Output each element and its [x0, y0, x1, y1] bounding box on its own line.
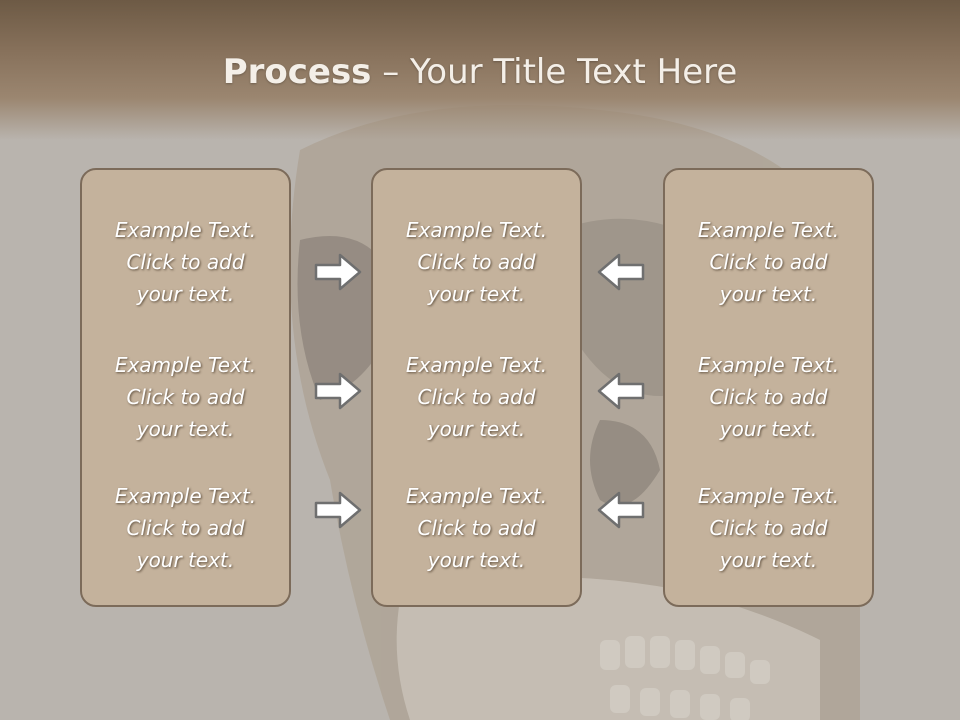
text-line: Example Text. [405, 484, 548, 508]
text-line: your text. [136, 282, 235, 306]
text-placeholder[interactable]: Example Text. Click to add your text. [82, 480, 289, 576]
middle-panel: Example Text. Click to add your text. Ex… [371, 168, 582, 607]
arrow-right-icon [314, 372, 362, 410]
title-banner [0, 0, 960, 140]
text-placeholder[interactable]: Example Text. Click to add your text. [82, 349, 289, 445]
text-line: your text. [136, 417, 235, 441]
text-line: Example Text. [114, 353, 257, 377]
text-line: your text. [427, 282, 526, 306]
text-line: Click to add [417, 385, 536, 409]
arrow-right-icon [314, 253, 362, 291]
text-placeholder[interactable]: Example Text. Click to add your text. [665, 214, 872, 310]
text-line: Click to add [417, 250, 536, 274]
text-line: your text. [719, 417, 818, 441]
text-line: your text. [719, 282, 818, 306]
text-line: Example Text. [114, 484, 257, 508]
text-line: Example Text. [114, 218, 257, 242]
text-line: your text. [136, 548, 235, 572]
arrow-right-icon [314, 491, 362, 529]
text-placeholder[interactable]: Example Text. Click to add your text. [82, 214, 289, 310]
text-line: Click to add [709, 250, 828, 274]
text-placeholder[interactable]: Example Text. Click to add your text. [373, 480, 580, 576]
slide-title[interactable]: Process – Your Title Text Here [0, 52, 960, 92]
text-placeholder[interactable]: Example Text. Click to add your text. [665, 480, 872, 576]
title-bold: Process [222, 52, 372, 92]
arrow-left-icon [597, 253, 645, 291]
arrow-left-icon [597, 372, 645, 410]
text-line: Example Text. [697, 484, 840, 508]
text-line: Click to add [126, 516, 245, 540]
left-panel: Example Text. Click to add your text. Ex… [80, 168, 291, 607]
text-line: your text. [427, 417, 526, 441]
text-line: your text. [719, 548, 818, 572]
text-line: Click to add [417, 516, 536, 540]
text-line: Example Text. [405, 353, 548, 377]
arrow-left-icon [597, 491, 645, 529]
text-placeholder[interactable]: Example Text. Click to add your text. [373, 214, 580, 310]
title-rest: – Your Title Text Here [371, 52, 738, 92]
text-line: Click to add [709, 516, 828, 540]
text-line: Click to add [709, 385, 828, 409]
text-line: Example Text. [697, 218, 840, 242]
text-line: Click to add [126, 250, 245, 274]
right-panel: Example Text. Click to add your text. Ex… [663, 168, 874, 607]
text-placeholder[interactable]: Example Text. Click to add your text. [373, 349, 580, 445]
text-line: Example Text. [405, 218, 548, 242]
text-line: your text. [427, 548, 526, 572]
text-line: Example Text. [697, 353, 840, 377]
text-line: Click to add [126, 385, 245, 409]
text-placeholder[interactable]: Example Text. Click to add your text. [665, 349, 872, 445]
